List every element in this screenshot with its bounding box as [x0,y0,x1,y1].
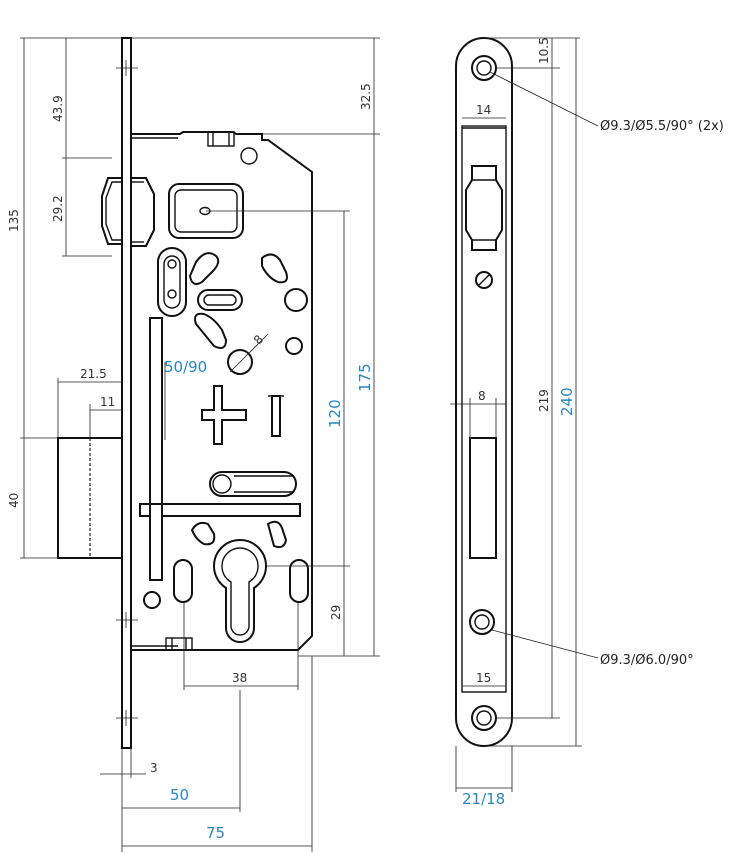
figure-eight-slot [157,247,187,317]
dim-40: 40 [7,493,21,508]
front-view: 14 8 15 21/18 10.5 219 240 Ø9.3/Ø5.5/90°… [450,36,724,808]
dim-75: 75 [206,824,225,842]
note-top-holes: Ø9.3/Ø5.5/90° (2x) [600,119,724,134]
dim-8-front: 8 [478,389,486,403]
cross-slot [201,385,247,445]
dim-175: 175 [356,363,374,392]
spindle-hole [227,349,253,375]
top-lug [207,131,235,147]
set-screw [475,271,493,289]
dim-240: 240 [558,387,576,416]
faceplate-side [121,37,132,749]
dim-3: 3 [150,761,158,775]
dim-219: 219 [537,389,551,412]
dim-38: 38 [232,671,247,685]
bottom-screw-hole [471,705,497,731]
dim-21-18: 21/18 [462,790,505,808]
top-screw-hole [471,55,497,81]
euro-cylinder-hole [212,538,268,643]
latch-front [465,165,503,251]
dim-8-side: 8 [251,332,266,347]
note-bottom-hole: Ø9.3/Ø6.0/90° [600,653,694,668]
dim-29-2: 29.2 [51,195,65,222]
dim-11: 11 [100,395,115,409]
dim-135: 135 [7,209,21,232]
lock-body-outline [131,131,313,651]
dim-14: 14 [476,103,491,117]
horizontal-slot [197,289,243,311]
dim-43-9: 43.9 [51,95,65,122]
dim-29: 29 [329,605,343,620]
dim-50: 50 [170,786,189,804]
vertical-bar [149,317,163,581]
dim-120: 120 [326,399,344,428]
dim-32-5: 32.5 [359,83,373,110]
middle-screw-hole [469,609,495,635]
bolt-slot [209,471,297,497]
dim-21-5: 21.5 [80,367,107,381]
dim-50-90: 50/90 [164,358,207,376]
dim-15: 15 [476,671,491,685]
dim-10-5: 10.5 [537,37,551,64]
latch-bolt [101,177,122,245]
deadbolt-opening [469,437,497,559]
side-view: 8 50/90 [7,37,380,852]
